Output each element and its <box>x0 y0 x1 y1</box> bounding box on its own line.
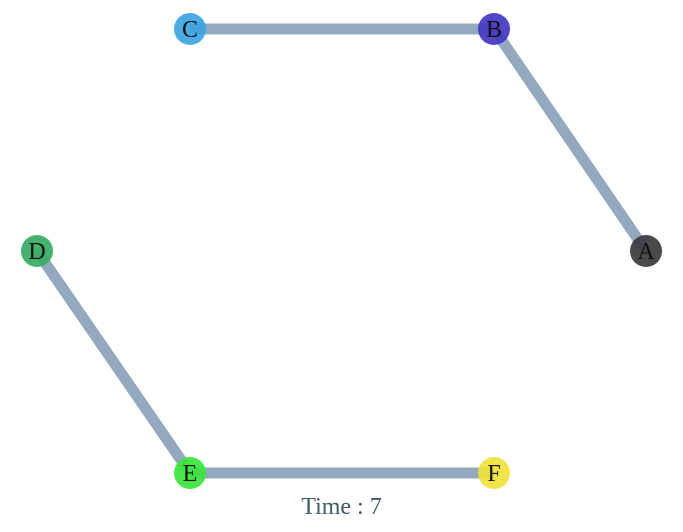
nodes-layer: A B C D E F <box>21 13 662 489</box>
node-e: E <box>174 457 206 489</box>
node-b: B <box>478 13 510 45</box>
node-f-circle <box>478 457 510 489</box>
node-e-circle <box>174 457 206 489</box>
node-a-label: A <box>637 239 655 265</box>
edge-d-e <box>32 247 195 477</box>
node-d: D <box>21 235 53 267</box>
node-e-label: E <box>183 461 198 487</box>
node-d-label: D <box>28 239 45 265</box>
edges-layer <box>32 23 651 479</box>
node-c-circle <box>174 13 206 45</box>
node-c-label: C <box>182 17 198 43</box>
node-a-circle <box>630 235 662 267</box>
node-d-circle <box>21 235 53 267</box>
node-c: C <box>174 13 206 45</box>
node-a: A <box>630 235 662 267</box>
node-b-circle <box>478 13 510 45</box>
node-f: F <box>478 457 510 489</box>
node-b-label: B <box>486 17 502 43</box>
edge-b-a <box>489 25 651 255</box>
time-caption: Time : 7 <box>301 494 382 520</box>
node-f-label: F <box>487 461 500 487</box>
